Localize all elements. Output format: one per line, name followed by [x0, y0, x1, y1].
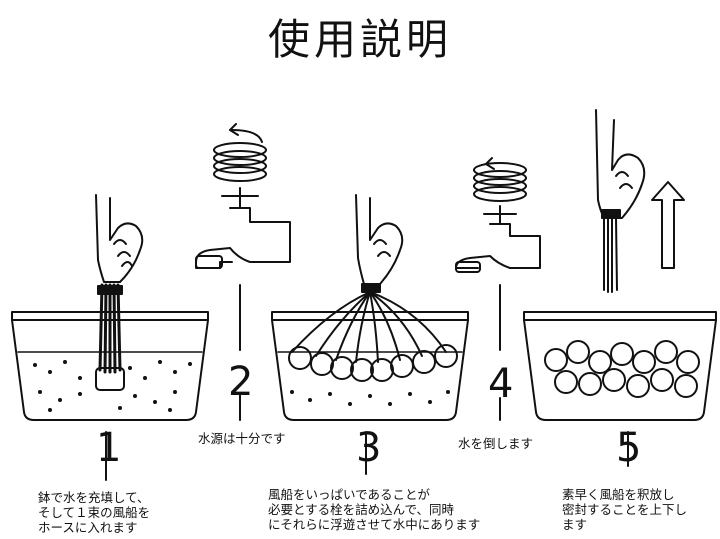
faucet-4 — [455, 205, 541, 269]
page-title: 使用説明 — [267, 15, 452, 64]
balloons-3 — [288, 344, 458, 382]
hand-1 — [95, 194, 144, 283]
step-number-5: 5 — [616, 425, 642, 471]
basin-5 — [523, 311, 717, 421]
fan-hoses-3 — [291, 291, 447, 363]
up-arrow — [651, 181, 685, 269]
step-2-illustration — [195, 123, 291, 421]
step-number-3: 3 — [356, 425, 382, 471]
step-3-illustration — [271, 194, 469, 421]
faucet-2 — [195, 187, 291, 269]
step-caption-5: 素早く風船を釈放し 密封することを上下し ます — [562, 487, 688, 532]
balloons-5 — [544, 340, 700, 398]
step-caption-4: 水を倒します — [458, 436, 534, 451]
step-number-1: 1 — [96, 425, 122, 471]
hand-5 — [595, 109, 646, 219]
step-caption-1: 鉢で水を充填して、 そして１束の風船を ホースに入れます — [38, 490, 151, 535]
step-number-4: 4 — [488, 361, 514, 407]
step-caption-3: 風船をいっぱいであることが 必要とする栓を詰め込んで、同時 にそれらに浮遊させて… — [268, 487, 481, 532]
water-dots-1 — [33, 360, 192, 412]
basin-3 — [271, 311, 469, 421]
basin-1 — [11, 311, 209, 421]
step-number-2: 2 — [228, 359, 254, 405]
step-caption-2: 水源は十分です — [198, 431, 286, 446]
step-5-illustration — [523, 109, 717, 467]
step-4-illustration — [455, 157, 541, 421]
step-1-illustration — [11, 194, 209, 421]
bundle-1 — [98, 283, 122, 374]
hand-3 — [355, 194, 404, 285]
